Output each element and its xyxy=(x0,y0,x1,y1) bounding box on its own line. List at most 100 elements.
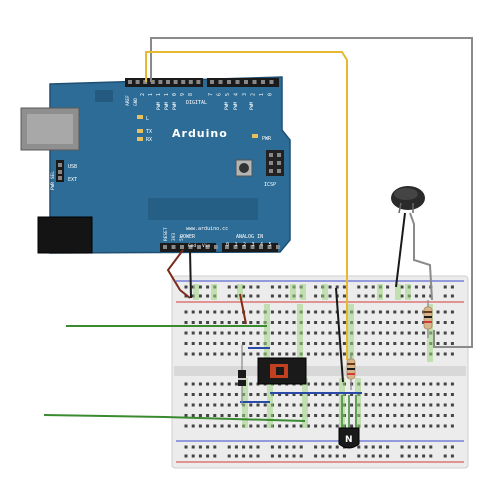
breadboard-hole xyxy=(227,445,231,449)
digital-pins xyxy=(128,80,274,84)
header-pin[interactable] xyxy=(214,245,218,249)
header-pin[interactable] xyxy=(197,245,201,249)
breadboard-hole xyxy=(314,445,318,449)
breadboard-strip-highlight xyxy=(322,284,328,300)
breadboard-hole xyxy=(328,424,332,428)
relay-component xyxy=(257,357,307,385)
breadboard-hole xyxy=(278,403,282,407)
header-pin[interactable] xyxy=(210,80,214,84)
aref-label: AREF xyxy=(125,95,131,106)
breadboard-hole xyxy=(450,393,454,396)
breadboard-hole xyxy=(213,445,217,449)
header-pin[interactable] xyxy=(242,245,246,249)
header-pin[interactable] xyxy=(244,80,248,84)
header-pin[interactable] xyxy=(218,80,223,84)
breadboard-hole xyxy=(407,414,411,417)
breadboard-strip-highlight xyxy=(211,284,217,300)
breadboard-hole xyxy=(321,352,325,356)
breadboard-hole xyxy=(278,321,282,324)
breadboard-hole xyxy=(328,414,332,417)
header-pin[interactable] xyxy=(128,80,132,84)
breadboard-hole xyxy=(220,393,224,396)
breadboard-hole xyxy=(400,445,404,449)
breadboard-hole xyxy=(306,331,310,335)
breadboard-hole xyxy=(198,352,202,356)
breadboard-hole xyxy=(386,331,390,335)
header-pin[interactable] xyxy=(233,245,238,249)
header-pin[interactable] xyxy=(227,80,231,84)
transistor-label: N xyxy=(345,435,353,445)
breadboard-hole xyxy=(314,331,318,335)
header-pin[interactable] xyxy=(180,245,184,249)
breadboard-hole xyxy=(285,285,289,289)
breadboard-hole xyxy=(242,294,246,298)
breadboard-hole xyxy=(184,424,188,428)
breadboard-hole xyxy=(328,310,332,314)
breadboard-hole xyxy=(400,331,404,335)
breadboard-strip-highlight xyxy=(297,304,303,362)
breadboard-hole xyxy=(335,445,339,449)
breadboard-hole xyxy=(191,424,195,428)
header-pin[interactable] xyxy=(205,245,210,249)
breadboard-hole xyxy=(227,294,231,298)
breadboard-hole xyxy=(450,294,454,298)
breadboard-hole xyxy=(407,321,411,324)
header-pin[interactable] xyxy=(252,80,257,84)
analog-label: ANALOG IN xyxy=(236,234,263,240)
breadboard-hole xyxy=(357,342,361,345)
breadboard-hole xyxy=(270,294,274,298)
breadboard-hole xyxy=(227,310,231,314)
breadboard-strip-highlight xyxy=(427,304,433,362)
header-pin[interactable] xyxy=(173,80,178,84)
breadboard-hole xyxy=(436,414,440,417)
header-pin[interactable] xyxy=(225,245,229,249)
header-pin[interactable] xyxy=(163,245,167,249)
breadboard-hole xyxy=(227,352,231,356)
header-pin[interactable] xyxy=(235,80,240,84)
arduino-logo: Arduino xyxy=(172,127,228,140)
power-analog-pins xyxy=(163,245,280,249)
breadboard-hole xyxy=(393,310,397,314)
header-pin[interactable] xyxy=(150,80,155,84)
breadboard-hole xyxy=(234,352,238,356)
header-pin[interactable] xyxy=(166,80,170,84)
breadboard-hole xyxy=(285,352,289,356)
breadboard-hole xyxy=(400,342,404,345)
header-pin[interactable] xyxy=(158,80,163,84)
breadboard-hole xyxy=(371,414,375,417)
breadboard-hole xyxy=(213,321,217,324)
breadboard-hole xyxy=(220,352,224,356)
header-pin[interactable] xyxy=(269,80,274,84)
breadboard-hole xyxy=(414,310,418,314)
breadboard-hole xyxy=(443,310,447,314)
breadboard-hole xyxy=(285,445,289,449)
breadboard-hole xyxy=(393,321,397,324)
breadboard-hole xyxy=(242,285,246,289)
header-pin[interactable] xyxy=(261,80,265,84)
breadboard-hole xyxy=(206,310,210,314)
breadboard-hole xyxy=(242,352,246,356)
header-pin[interactable] xyxy=(276,245,280,249)
reset-button-cap[interactable] xyxy=(239,163,249,173)
breadboard-hole xyxy=(206,352,210,356)
header-pin[interactable] xyxy=(135,80,140,84)
header-pin[interactable] xyxy=(188,245,193,249)
breadboard-hole xyxy=(386,393,390,396)
header-pin[interactable] xyxy=(171,245,176,249)
breadboard-hole xyxy=(400,310,404,314)
breadboard-hole xyxy=(422,454,426,458)
header-pin[interactable] xyxy=(196,80,201,84)
breadboard-hole xyxy=(234,342,238,345)
breadboard-hole xyxy=(443,445,447,449)
breadboard-hole xyxy=(220,414,224,417)
header-pin[interactable] xyxy=(267,245,272,249)
header-pin[interactable] xyxy=(250,245,255,249)
breadboard-hole xyxy=(184,310,188,314)
header-pin[interactable] xyxy=(188,80,193,84)
pwm-label: PWM xyxy=(224,102,230,110)
header-pin[interactable] xyxy=(259,245,263,249)
header-pin[interactable] xyxy=(181,80,186,84)
breadboard-hole xyxy=(292,424,296,428)
breadboard-hole xyxy=(249,352,253,356)
